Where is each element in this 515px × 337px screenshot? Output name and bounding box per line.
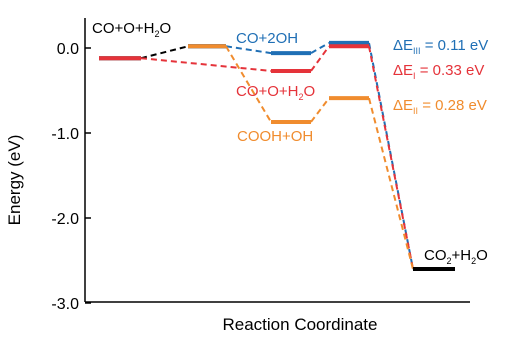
state-label: COOH+OH: [237, 128, 313, 145]
delta-label: ΔEIII = 0.11 eV: [393, 37, 488, 56]
x-axis-title: Reaction Coordinate: [223, 315, 378, 334]
state-label: CO+O+H2O: [92, 20, 171, 39]
connector-line: [225, 45, 272, 55]
y-tick-label: 0.0: [57, 41, 79, 58]
energy-levels: [99, 40, 455, 271]
connector-line: [310, 42, 330, 54]
connector-line: [310, 97, 330, 123]
connector-lines: [140, 42, 414, 270]
delta-labels: ΔEIII = 0.11 eV ΔEI = 0.33 eV ΔEII = 0.28 …: [393, 37, 488, 116]
delta-label: ΔEI = 0.33 eV: [393, 62, 484, 81]
connector-line: [140, 57, 272, 72]
connector-line: [225, 45, 272, 123]
connector-line: [310, 45, 330, 72]
y-tick-label: -2.0: [51, 211, 79, 228]
axes: [84, 18, 470, 303]
y-tick-label: -3.0: [51, 296, 79, 313]
y-ticks: 0.0 -1.0 -2.0 -3.0: [51, 41, 91, 313]
delta-label: ΔEII = 0.28 eV: [393, 97, 487, 116]
state-label: CO2+H2O: [424, 247, 488, 266]
state-labels: CO+O+H2O CO+2OH CO+O+H2O COOH+OH CO2+H2O: [92, 20, 488, 266]
connector-line: [140, 45, 189, 60]
y-axis-title: Energy (eV): [5, 135, 24, 226]
state-label: CO+2OH: [236, 30, 298, 47]
connector-line: [368, 97, 414, 270]
state-label: CO+O+H2O: [236, 83, 315, 102]
connector-line: [368, 46, 414, 270]
y-tick-label: -1.0: [51, 126, 79, 143]
